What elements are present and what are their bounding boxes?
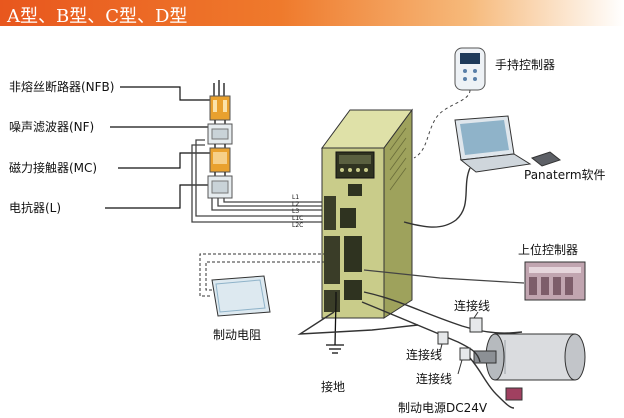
handheld-controller	[454, 47, 486, 91]
breaker-nfb	[209, 95, 231, 121]
label-handheld-controller: 手持控制器	[495, 58, 556, 72]
label-panaterm: Panaterm软件	[524, 168, 606, 182]
magnetic-contactor	[209, 147, 231, 173]
terminal-label: L1	[292, 194, 299, 201]
label-host-controller: 上位控制器	[518, 243, 579, 257]
laptop	[454, 115, 532, 173]
reactor	[207, 175, 233, 199]
ground-symbol	[326, 292, 344, 354]
header-bar: A型、B型、C型、D型	[0, 0, 624, 27]
label-brake-resistor: 制动电阻	[213, 328, 262, 342]
brake-resistor	[211, 275, 271, 317]
label-cable-3: 连接线	[416, 372, 453, 386]
label-cable-2: 连接线	[406, 348, 443, 362]
terminal-label: L2C	[292, 222, 303, 229]
label-brake-power: 制动电源DC24V	[398, 401, 488, 415]
servo-driver	[321, 108, 413, 319]
terminal-label: L3	[292, 208, 299, 215]
label-magnetic-contactor: 磁力接触器(MC)	[9, 161, 98, 175]
laptop-cable	[403, 167, 471, 228]
brake-resistor-wire	[199, 253, 324, 297]
power-input-wires	[213, 80, 225, 96]
label-cable-1: 连接线	[454, 299, 491, 313]
label-reactor: 电抗器(L)	[9, 201, 62, 215]
callout-lines	[105, 86, 212, 209]
brake-power-connector	[505, 387, 523, 401]
terminal-labels: L1 L2 L3 L1C L2C	[292, 194, 303, 229]
cable-connector	[437, 317, 483, 361]
terminal-label: L2	[292, 201, 299, 208]
host-controller	[524, 261, 586, 301]
host-controller-cable	[363, 269, 525, 284]
terminal-label: L1C	[292, 215, 303, 222]
software-disk	[530, 151, 562, 167]
brake-resistor-wire	[205, 261, 324, 291]
label-ground: 接地	[321, 380, 346, 394]
header-title: A型、B型、C型、D型	[7, 6, 188, 27]
power-wires	[191, 139, 322, 223]
handheld-cable	[413, 89, 471, 159]
noise-filter	[207, 123, 233, 145]
label-nfb: 非熔丝断路器(NFB)	[9, 80, 115, 94]
label-pointers	[439, 311, 479, 375]
motor-cables	[297, 291, 523, 409]
label-noise-filter: 噪声滤波器(NF)	[9, 120, 95, 134]
servo-motor	[473, 333, 586, 381]
